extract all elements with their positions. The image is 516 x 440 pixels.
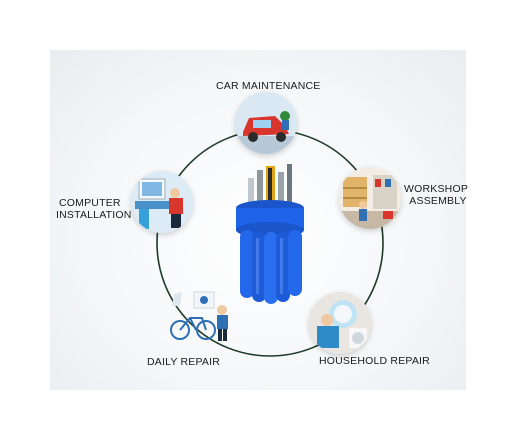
car-maintenance-label: CAR MAINTENANCE	[216, 80, 321, 92]
car-maintenance-image	[235, 92, 297, 154]
computer-installation-image	[131, 171, 193, 233]
computer-installation-label: COMPUTER INSTALLATION	[56, 197, 132, 221]
daily-repair-image	[170, 291, 228, 341]
household-repair-label: HOUSEHOLD REPAIR	[319, 355, 430, 367]
daily-repair-label: DAILY REPAIR	[147, 356, 221, 368]
screwdriver-kit-product	[236, 164, 304, 304]
workshop-assembly-label: WORKSHOP ASSEMBLY	[404, 183, 469, 207]
household-repair-image	[309, 292, 371, 354]
workshop-assembly-image	[339, 167, 401, 229]
